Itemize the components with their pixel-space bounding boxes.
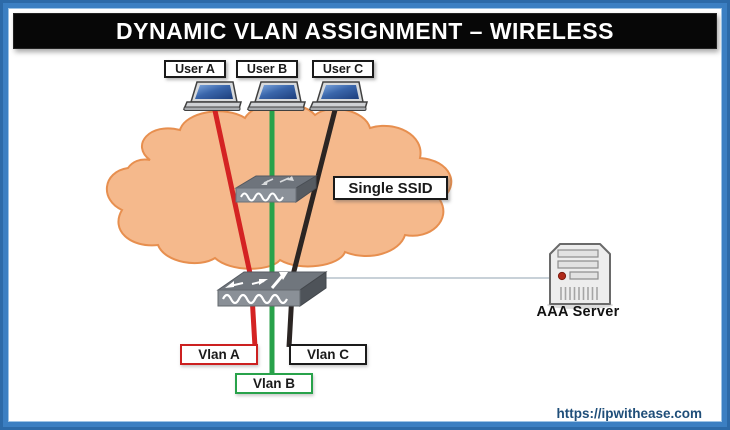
laptop-icon-user-a bbox=[182, 81, 242, 111]
switch-icon bbox=[216, 271, 328, 307]
laptop-icon-user-b bbox=[246, 81, 306, 111]
vlan-c-label: Vlan C bbox=[289, 344, 367, 365]
access-point-icon bbox=[234, 175, 318, 203]
server-power-led bbox=[557, 271, 567, 281]
footer-site-link[interactable]: https://ipwithease.com bbox=[556, 406, 702, 421]
user-a-label: User A bbox=[164, 60, 226, 78]
user-b-label: User B bbox=[236, 60, 298, 78]
laptop-icon-user-c bbox=[308, 81, 368, 111]
aaa-server-icon bbox=[547, 243, 613, 309]
single-ssid-label: Single SSID bbox=[333, 176, 448, 200]
page-title: DYNAMIC VLAN ASSIGNMENT – WIRELESS bbox=[13, 13, 717, 49]
vlan-b-label: Vlan B bbox=[235, 373, 313, 394]
vlan-a-label: Vlan A bbox=[180, 344, 258, 365]
user-c-label: User C bbox=[312, 60, 374, 78]
aaa-server-label: AAA Server bbox=[536, 304, 620, 320]
